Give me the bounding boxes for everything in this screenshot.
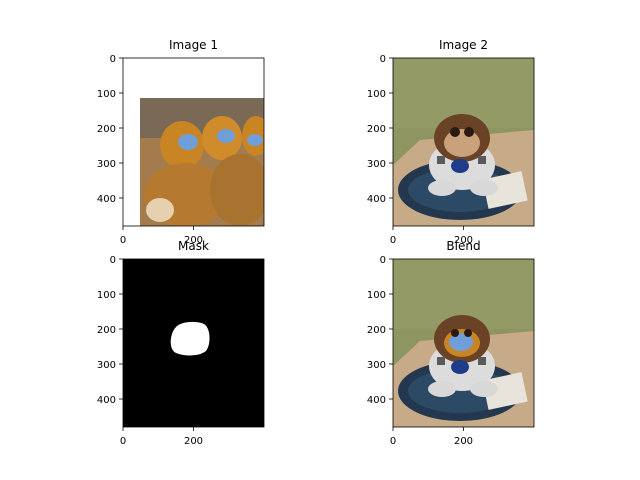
x-tick-label: 0 (390, 235, 396, 246)
image-plush-toy (393, 58, 534, 226)
y-tick-label: 400 (97, 395, 116, 406)
panel-image-2: Image 2 0 200 (367, 38, 535, 246)
x-axis: 0 200 (120, 427, 203, 447)
x-tick-label: 0 (390, 436, 396, 447)
y-tick-label: 0 (380, 54, 386, 65)
y-tick-label: 200 (97, 325, 116, 336)
y-axis: 0 100 200 300 400 (367, 54, 393, 205)
y-tick-label: 400 (367, 194, 386, 205)
y-tick-label: 300 (367, 360, 386, 371)
x-tick-label: 200 (454, 436, 473, 447)
y-tick-label: 200 (367, 325, 386, 336)
y-tick-label: 400 (367, 395, 386, 406)
x-axis: 0 200 (120, 226, 203, 246)
panel-mask: Mask 0 200 0 100 200 300 400 (97, 239, 265, 447)
x-tick-label: 0 (120, 436, 126, 447)
y-tick-label: 200 (97, 124, 116, 135)
x-tick-label: 200 (184, 436, 203, 447)
y-axis: 0 100 200 300 400 (97, 54, 123, 205)
image-blend (393, 259, 534, 427)
y-axis: 0 100 200 300 400 (367, 255, 393, 406)
x-tick-label: 200 (454, 235, 473, 246)
y-tick-label: 300 (97, 360, 116, 371)
y-tick-label: 0 (380, 255, 386, 266)
y-tick-label: 300 (97, 159, 116, 170)
panel-title: Mask (178, 239, 209, 253)
panel-image-1: Image 1 0 200 0 (97, 38, 265, 246)
y-tick-label: 200 (367, 124, 386, 135)
image-monkeys (123, 58, 264, 226)
x-tick-label: 200 (184, 235, 203, 246)
y-tick-label: 300 (367, 159, 386, 170)
y-tick-label: 100 (367, 89, 386, 100)
x-axis: 0 200 (390, 427, 473, 447)
y-tick-label: 0 (110, 54, 116, 65)
panel-title: Image 1 (169, 38, 218, 52)
y-axis: 0 100 200 300 400 (97, 255, 123, 406)
mask-blob (170, 321, 210, 356)
panel-title: Blend (446, 239, 480, 253)
y-tick-label: 100 (97, 89, 116, 100)
panel-title: Image 2 (439, 38, 488, 52)
x-tick-label: 0 (120, 235, 126, 246)
panel-blend: Blend 0 200 0 100 200 300 400 (367, 239, 535, 447)
y-tick-label: 100 (367, 290, 386, 301)
y-tick-label: 100 (97, 290, 116, 301)
y-tick-label: 400 (97, 194, 116, 205)
y-tick-label: 0 (110, 255, 116, 266)
x-axis: 0 200 (390, 226, 473, 246)
